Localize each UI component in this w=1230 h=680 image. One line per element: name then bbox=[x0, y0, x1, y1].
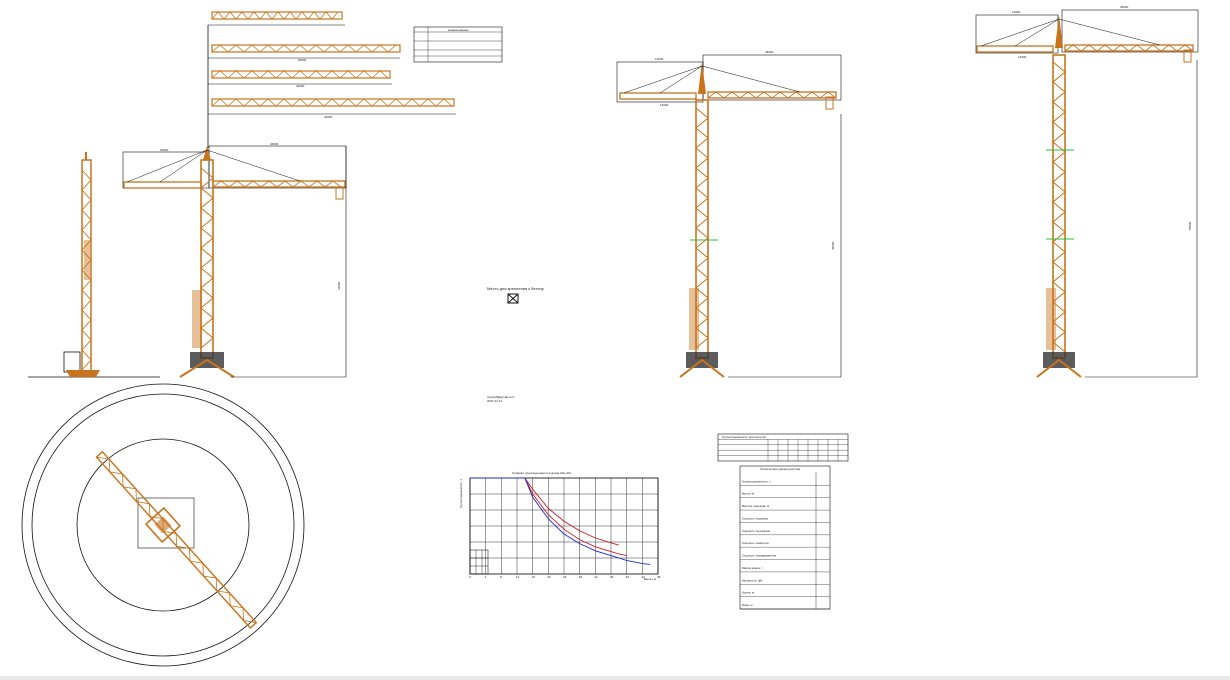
load-chart: Графики грузоподъемности крана кбм-401 0… bbox=[459, 471, 661, 581]
spec-table: Техническая характеристика Грузоподъемно… bbox=[739, 465, 831, 610]
plan-view bbox=[21, 383, 305, 667]
crane-right-counter-dim: 12000 bbox=[1012, 10, 1021, 14]
bottom-strip bbox=[0, 676, 1230, 680]
crane-right: 12000 46000 55000 14000 bbox=[975, 5, 1199, 378]
chart-x-tick-7: 28 bbox=[579, 575, 583, 579]
chart-x-label: Вылет, м bbox=[644, 577, 656, 581]
spec-row-label-7: Масса крана, т bbox=[742, 566, 763, 570]
load-table-title: Грузоподъемность при вылетах bbox=[722, 435, 767, 439]
jib-option-dim-4: 46000 bbox=[324, 115, 333, 119]
chart-x-tick-12: 48 bbox=[657, 575, 661, 579]
stamp-sub: 2021.01.21 bbox=[487, 399, 502, 403]
chart-title: Графики грузоподъемности крана кбм-401 bbox=[512, 471, 571, 475]
crane-right-jib-dim: 46000 bbox=[1120, 5, 1129, 9]
chart-x-tick-2: 8 bbox=[500, 575, 502, 579]
chart-y-label: Грузоподъемность, т bbox=[459, 478, 463, 508]
jib-option-1 bbox=[208, 11, 345, 26]
chart-series-2 bbox=[470, 477, 651, 565]
crane-left: 20000 46000 34000 bbox=[122, 142, 347, 378]
anchor-note-title: Место для крепления к бетону bbox=[487, 286, 544, 291]
anchor-note: Место для крепления к бетону tonybeff@gm… bbox=[487, 286, 544, 403]
chart-x-tick-8: 32 bbox=[594, 575, 598, 579]
crane-middle-height-dim: 46000 bbox=[831, 241, 835, 250]
crane-middle-sub-dim: 12000 bbox=[660, 103, 669, 107]
jib-option-dim-2: 50000 bbox=[298, 58, 307, 62]
chart-x-tick-5: 20 bbox=[547, 575, 551, 579]
chart-x-tick-3: 12 bbox=[516, 575, 520, 579]
spec-row-label-10: База, м bbox=[742, 603, 752, 607]
chart-x-tick-0: 0 bbox=[469, 575, 471, 579]
jib-table-header: Наименование bbox=[448, 28, 469, 32]
jib-option-2: 50000 bbox=[208, 44, 401, 62]
jib-option-3: 40000 bbox=[208, 70, 392, 88]
chart-x-tick-1: 4 bbox=[485, 575, 487, 579]
jib-options: 50000 40000 46000 bbox=[207, 11, 456, 148]
chart-series-1 bbox=[470, 477, 627, 557]
crane-middle-jib-dim: 46000 bbox=[765, 50, 774, 54]
chart-x-tick-10: 40 bbox=[626, 575, 630, 579]
spec-row-label-4: Скорость опускания bbox=[742, 529, 770, 533]
crane-left-height-dim: 34000 bbox=[337, 281, 341, 290]
chart-x-tick-11: 44 bbox=[641, 575, 645, 579]
spec-row-label-8: Мощность, кВт bbox=[742, 578, 763, 582]
spec-row-label-9: Колея, м bbox=[742, 591, 754, 595]
spec-row-label-3: Скорость подъема bbox=[742, 516, 768, 520]
load-table: Грузоподъемность при вылетах bbox=[717, 433, 849, 462]
crane-middle: 14000 46000 46000 12000 bbox=[616, 50, 842, 378]
load-table-grid bbox=[718, 439, 848, 461]
spec-row-label-0: Грузоподъемность, т bbox=[742, 479, 772, 483]
chart-series-0 bbox=[470, 477, 619, 546]
stamp-text: tonybeff@gmail.com bbox=[487, 395, 515, 399]
crane-middle-counter-dim: 14000 bbox=[655, 57, 664, 61]
crane-left-counter-dim: 20000 bbox=[160, 148, 169, 152]
spec-row-label-5: Скорость поворота bbox=[742, 541, 769, 545]
jib-table: Наименование bbox=[413, 26, 503, 63]
crane-right-sub-dim: 14000 bbox=[1018, 55, 1027, 59]
spec-row-label-6: Скорость передвижения bbox=[742, 554, 776, 558]
chart-series-group bbox=[470, 477, 651, 565]
crane-left-jib-dim: 46000 bbox=[270, 142, 279, 146]
spec-row-label-1: Вылет, м bbox=[742, 492, 754, 496]
jib-option-4: 46000 bbox=[208, 98, 456, 119]
jib-option-dim-3: 40000 bbox=[296, 84, 305, 88]
crane-right-height-dim: 55000 bbox=[1188, 221, 1192, 230]
spec-table-title: Техническая характеристика bbox=[760, 467, 800, 471]
chart-grid bbox=[469, 478, 659, 574]
crane-folded bbox=[28, 152, 160, 378]
chart-x-tick-9: 36 bbox=[610, 575, 614, 579]
spec-row-label-2: Высота подъема, м bbox=[742, 504, 769, 508]
chart-x-tick-6: 24 bbox=[563, 575, 567, 579]
spec-rows: Грузоподъемность, т Вылет, м Высота подъем… bbox=[740, 479, 830, 610]
chart-x-tick-4: 16 bbox=[532, 575, 536, 579]
